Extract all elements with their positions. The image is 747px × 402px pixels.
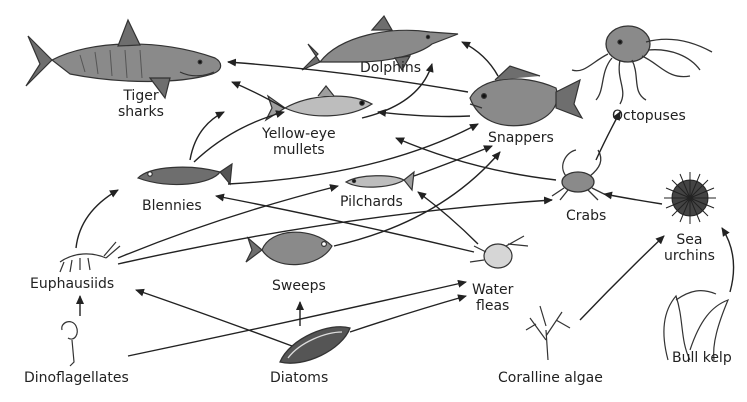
arrow-blennies-to-snappers <box>227 123 479 185</box>
label-coralline-algae: Coralline algae <box>498 370 603 386</box>
arrow-pilchards-to-snappers <box>413 145 493 177</box>
label-octopuses: Octopuses <box>612 108 686 124</box>
dinoflagellate-drawing <box>61 321 78 367</box>
arrow-yellow-eye-mullets-to-dolphins <box>361 63 434 119</box>
arrow-snappers-to-dolphins <box>461 41 499 77</box>
label-diatoms: Diatoms <box>270 370 329 386</box>
dolphin-drawing <box>301 14 459 72</box>
label-snappers: Snappers <box>488 130 554 146</box>
label-sweeps: Sweeps <box>272 278 326 294</box>
arrow-yellow-eye-mullets-to-tiger-sharks <box>231 81 285 109</box>
arrow-euphausiids-to-crabs <box>117 196 553 265</box>
euphausiid-drawing <box>59 241 121 273</box>
snapper-drawing <box>469 65 584 127</box>
pilchard-drawing <box>344 170 415 192</box>
arrow-crabs-to-yellow-eye-mullets <box>395 137 557 181</box>
sea-urchin-drawing <box>664 172 716 224</box>
label-dolphins: Dolphins <box>360 60 422 76</box>
blenny-drawing <box>136 162 233 186</box>
label-pilchards: Pilchards <box>340 194 403 210</box>
label-bull-kelp: Bull kelp <box>672 350 732 366</box>
coralline-algae-drawing <box>525 305 571 361</box>
mullet-drawing <box>264 85 374 122</box>
sweep-drawing <box>245 231 333 266</box>
label-dinoflagellates: Dinoflagellates <box>24 370 129 386</box>
bull-kelp-drawing <box>663 290 730 361</box>
octopus-drawing <box>571 25 713 105</box>
arrow-snappers-to-yellow-eye-mullets <box>377 108 471 118</box>
arrow-snappers-to-tiger-sharks <box>227 58 469 93</box>
arrow-dinoflagellates-to-water-fleas <box>127 279 467 357</box>
arrow-euphausiids-to-pilchards <box>117 184 339 259</box>
arrow-crabs-to-octopuses <box>595 111 621 161</box>
arrow-diatoms-to-euphausiids <box>135 288 293 347</box>
arrow-coralline-algae-to-sea-urchins <box>579 235 665 321</box>
arrow-water-fleas-to-pilchards <box>417 191 479 245</box>
arrow-blennies-to-tiger-sharks <box>189 111 225 161</box>
feeding-arrows <box>75 41 735 357</box>
label-crabs: Crabs <box>566 208 607 224</box>
arrow-sea-urchins-to-crabs <box>603 191 663 205</box>
crab-drawing <box>551 149 605 201</box>
water-flea-drawing <box>469 235 529 269</box>
label-blennies: Blennies <box>142 198 202 214</box>
arrow-blennies-to-yellow-eye-mullets <box>193 110 285 163</box>
arrow-euphausiids-to-blennies <box>75 189 119 249</box>
label-euphausiids: Euphausiids <box>30 276 115 292</box>
arrow-diatoms-to-water-fleas <box>349 294 467 333</box>
diatom-drawing <box>279 326 351 364</box>
tiger-shark-drawing <box>25 18 222 100</box>
arrow-bull-kelp-to-sea-urchins <box>721 227 735 293</box>
